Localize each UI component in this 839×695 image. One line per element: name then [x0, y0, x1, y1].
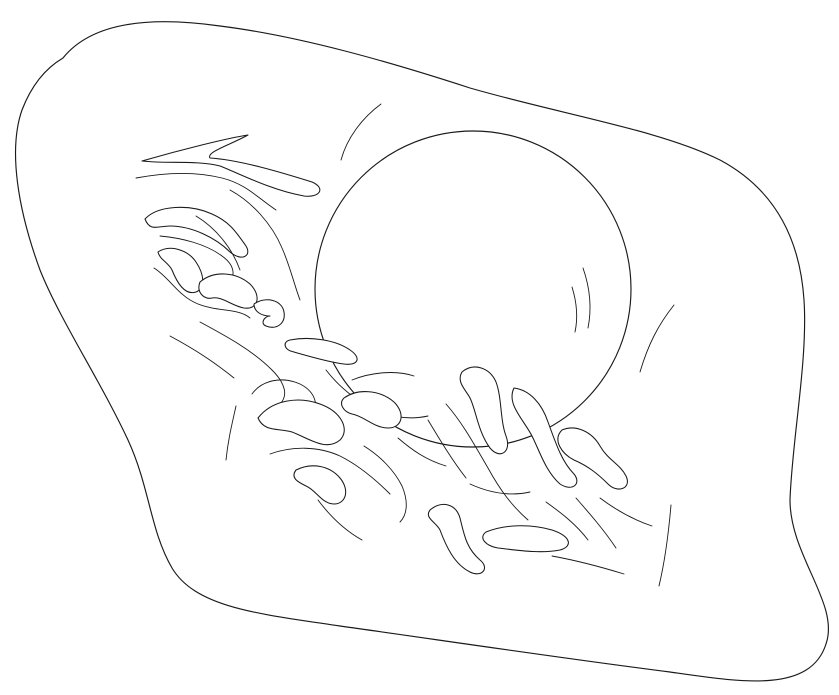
squiggle-19 [318, 500, 362, 540]
squiggle-3 [145, 207, 248, 257]
squiggle-25 [460, 367, 507, 454]
squiggle-cluster [136, 135, 652, 574]
lower-right-arc [659, 505, 671, 586]
squiggle-33 [552, 556, 624, 574]
top-arc [341, 104, 381, 160]
squiggle-22 [352, 373, 414, 380]
squiggle-16 [258, 400, 344, 445]
highlight-arc-b [572, 287, 577, 332]
squiggle-30 [600, 498, 652, 526]
squiggle-35 [470, 484, 530, 494]
squiggle-5 [158, 248, 203, 292]
squiggle-24 [398, 438, 446, 466]
squiggle-23 [364, 446, 406, 522]
squiggle-13 [200, 322, 285, 404]
squiggle-21 [342, 392, 402, 428]
outer-boundary [16, 22, 829, 681]
squiggle-31 [428, 504, 484, 573]
squiggle-14 [226, 406, 236, 460]
squiggle-10 [254, 300, 284, 327]
squiggle-12 [170, 336, 234, 378]
squiggle-32 [483, 526, 569, 552]
squiggle-7 [199, 274, 257, 308]
right-arc [640, 305, 674, 372]
squiggle-1 [142, 135, 320, 196]
squiggle-11 [285, 338, 357, 364]
highlight-arc-a [583, 268, 590, 328]
squiggle-28 [428, 420, 466, 478]
squiggle-18 [294, 466, 346, 504]
